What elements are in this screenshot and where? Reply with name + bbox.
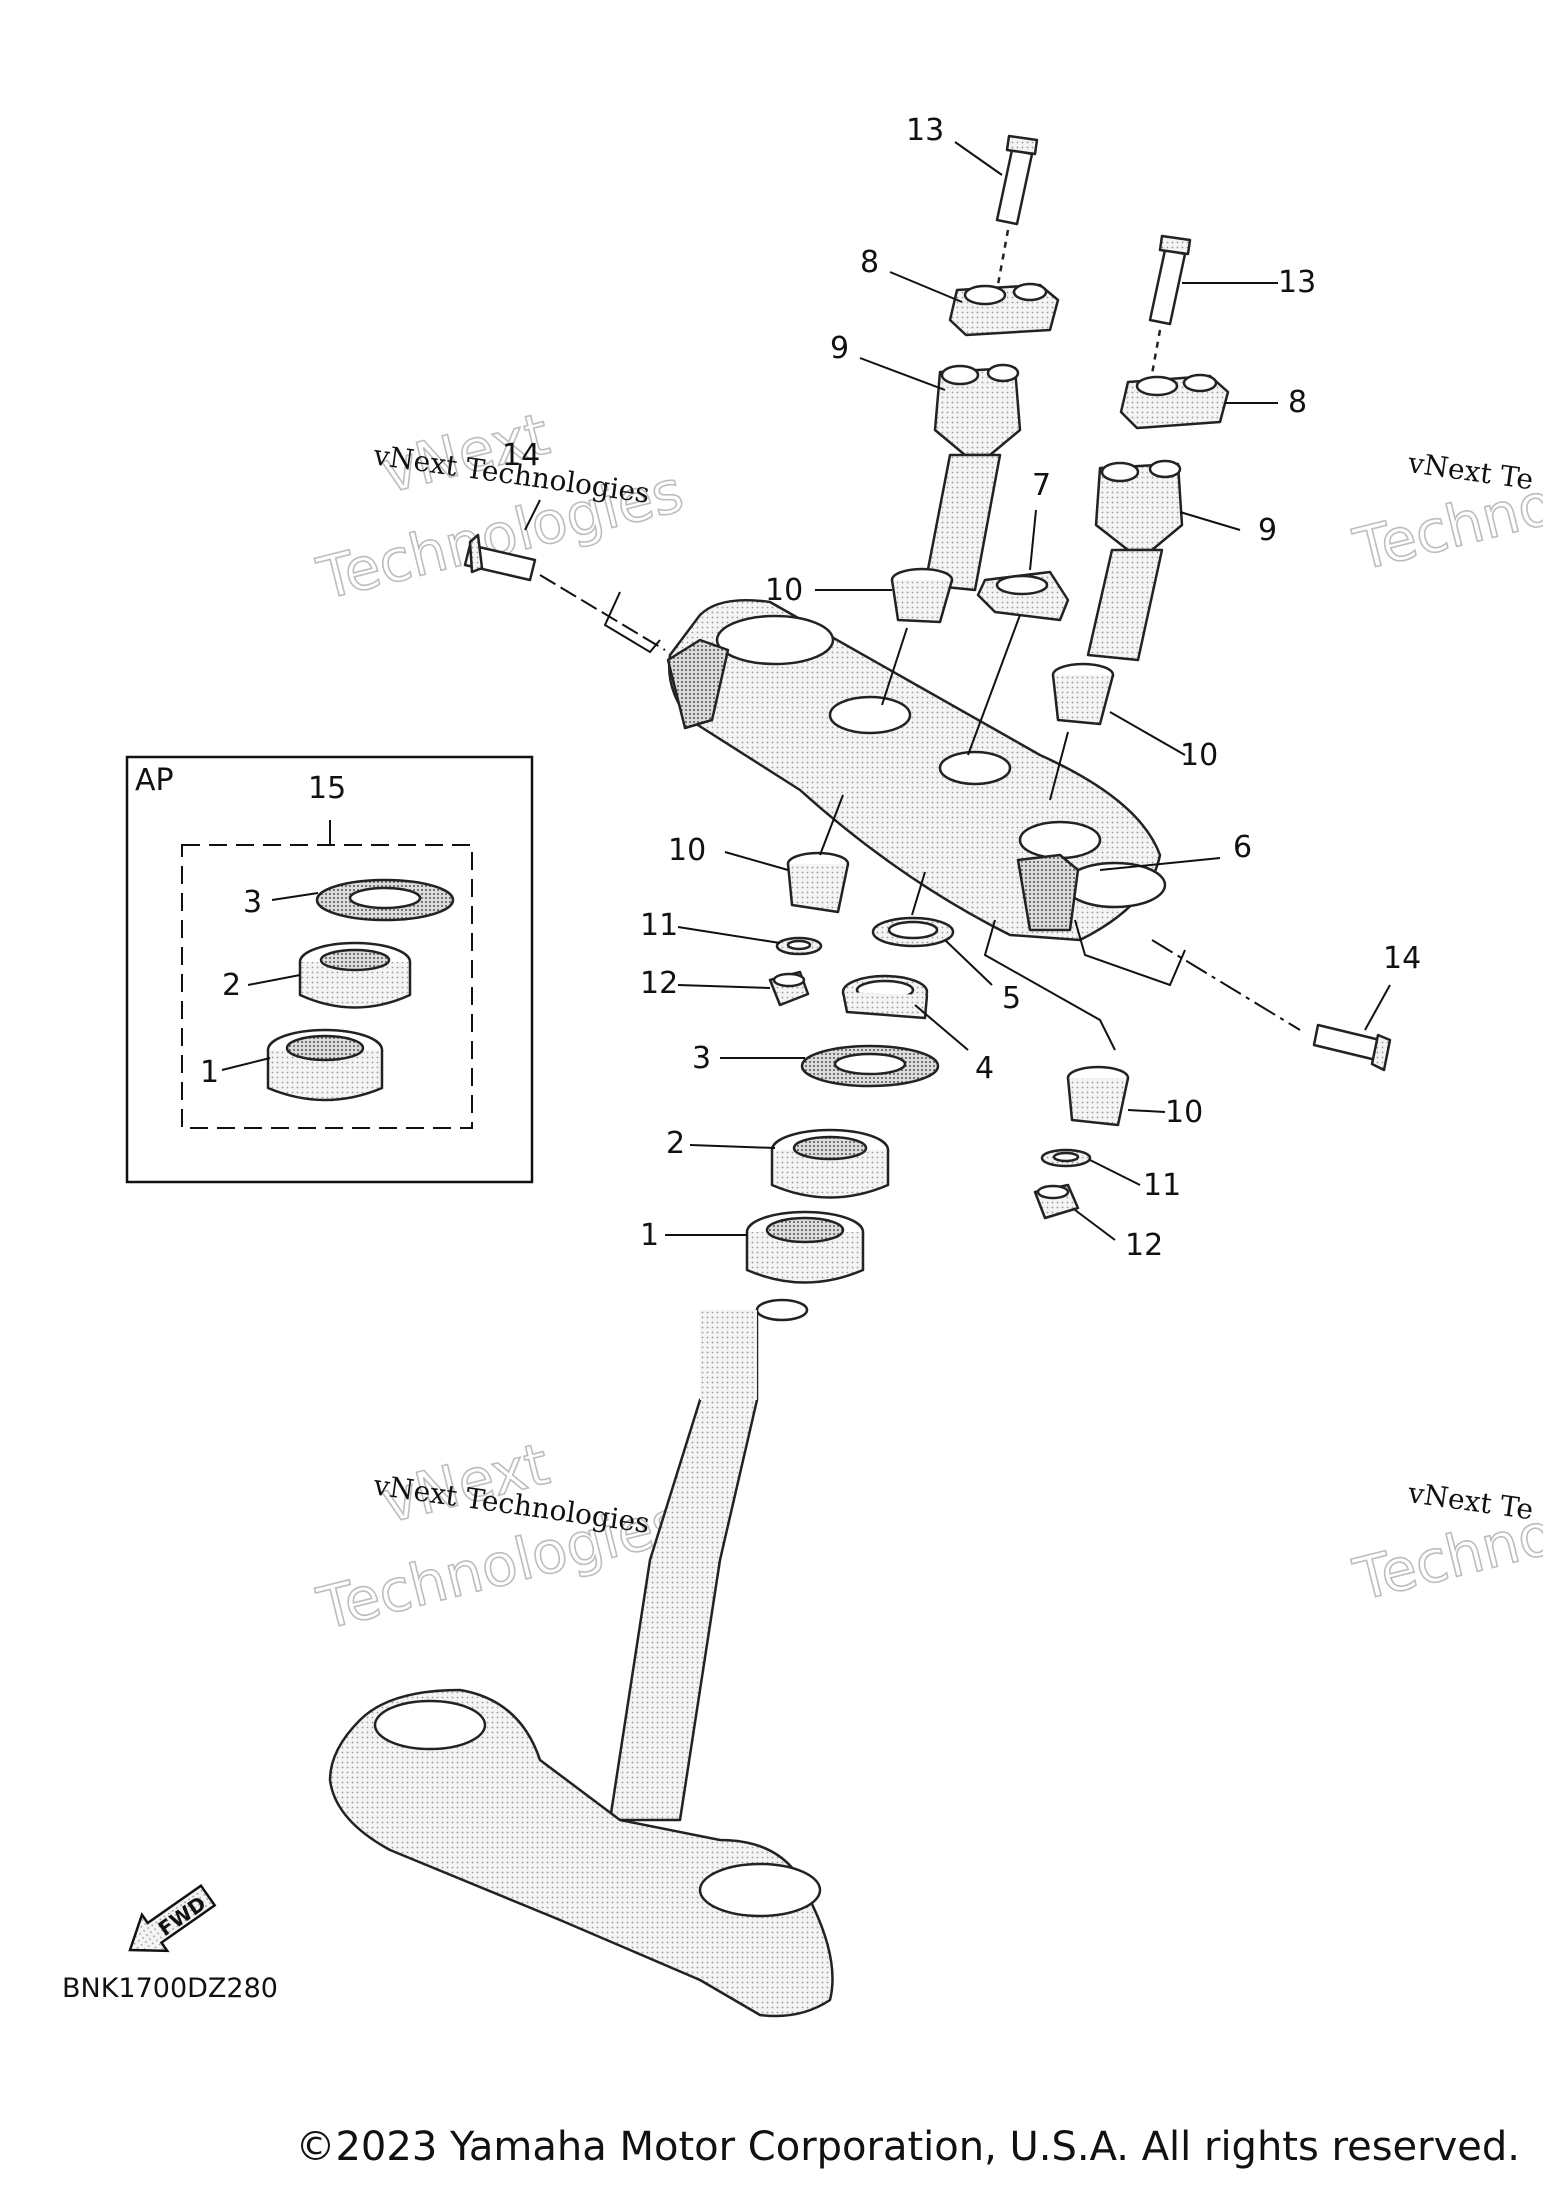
callout-13: 13 (906, 113, 944, 148)
callout-13: 13 (1278, 265, 1316, 300)
callout-9: 9 (830, 331, 849, 366)
callout-8: 8 (860, 245, 879, 280)
nut-12-left (768, 970, 810, 1007)
callout-6: 6 (1233, 830, 1252, 865)
watermark-lower-left: vNext Technologies vNext Technologies (310, 1429, 691, 1644)
kit-number-label: 15 (308, 771, 346, 806)
bolt-13-left (995, 134, 1039, 291)
callout-5: 5 (1002, 981, 1021, 1016)
callout-7: 7 (1032, 468, 1051, 503)
inset-title: AP (135, 763, 174, 798)
leader-lines (221, 141, 1391, 1241)
callout-11: 11 (640, 908, 678, 943)
callout-10: 10 (765, 573, 803, 608)
collar-11-left (775, 936, 823, 956)
callout-10: 10 (1165, 1095, 1203, 1130)
callout-11: 11 (1143, 1168, 1181, 1203)
parts-artwork (266, 134, 1392, 2018)
callout-12: 12 (1125, 1228, 1163, 1263)
callout-10: 10 (668, 833, 706, 868)
bearing-2 (770, 1128, 890, 1199)
cover-3 (800, 1044, 940, 1088)
washer-7 (976, 570, 1070, 622)
damper-10-upper-right (1051, 662, 1115, 726)
ring-nut-4 (841, 974, 929, 1020)
inset-part-label-2: 2 (222, 968, 241, 1003)
watermark-upper-right: Techno vNext Te (1346, 446, 1543, 585)
upper-bracket-6 (666, 598, 1167, 942)
diagram-code: BNK1700DZ280 (62, 1973, 278, 2004)
kit-dashed-box (181, 844, 473, 1129)
nut-12-right (1033, 1183, 1080, 1220)
callout-1: 1 (640, 1218, 659, 1253)
damper-10-lower-left (786, 851, 850, 914)
watermark-upper-left: vNext Technologies vNext Technologies (310, 399, 691, 614)
damper-10-upper-left (890, 567, 954, 624)
ap-bearing-1 (266, 1028, 384, 1102)
bolt-14-right (1312, 1023, 1392, 1072)
callout-14: 14 (1383, 941, 1421, 976)
copyright-notice: ©2023 Yamaha Motor Corporation, U.S.A. A… (295, 2124, 1520, 2170)
collar-11-right (1040, 1148, 1092, 1168)
upper-holder-8-left (948, 282, 1060, 337)
ap-kit-inset: AP 15 3 2 1 (125, 755, 534, 1184)
upper-holder-8-right (1119, 373, 1230, 430)
callout-9: 9 (1258, 513, 1277, 548)
callout-10: 10 (1180, 738, 1218, 773)
callout-12: 12 (640, 966, 678, 1001)
callout-8: 8 (1288, 385, 1307, 420)
steering-stem-under-bracket (328, 1298, 834, 2018)
damper-10-lower-right (1066, 1065, 1130, 1127)
inset-part-label-1: 1 (200, 1055, 219, 1090)
lower-holder-9-right (1086, 459, 1184, 662)
callout-3: 3 (692, 1041, 711, 1076)
callout-2: 2 (666, 1126, 685, 1161)
inset-frame (125, 755, 534, 1184)
inset-part-label-3: 3 (243, 885, 262, 920)
lower-holder-9-left (923, 363, 1022, 592)
bearing-1 (745, 1210, 865, 1284)
callout-labels: 13 13 8 8 9 9 14 14 7 10 10 10 10 6 5 4 … (502, 113, 1421, 1263)
callout-14: 14 (502, 438, 540, 473)
ap-bearing-2 (298, 941, 412, 1009)
bolt-14-left (463, 533, 537, 582)
bolt-13-right (1148, 234, 1192, 386)
ap-cover-3 (315, 878, 455, 922)
washer-5 (871, 916, 955, 948)
watermark-lower-right: Techno vNext Te (1346, 1476, 1543, 1615)
fwd-arrow-icon: FWD (128, 1883, 217, 1953)
callout-4: 4 (975, 1051, 994, 1086)
